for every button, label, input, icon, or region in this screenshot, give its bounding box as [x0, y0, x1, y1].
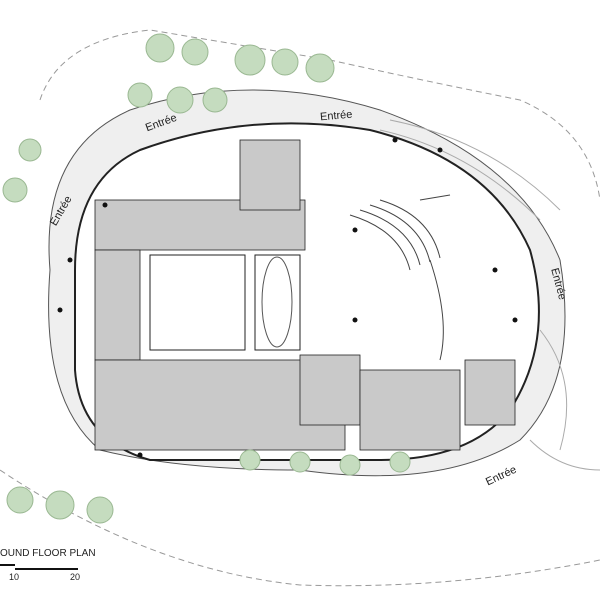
main-hall [149, 254, 246, 351]
trees [2, 33, 411, 524]
columns [57, 137, 518, 458]
site-boundary [0, 29, 600, 587]
parking [379, 119, 600, 471]
auditorium-seating [349, 194, 451, 271]
scale-tick-label: 20 [70, 572, 81, 582]
plan-title: OUND FLOOR PLAN [0, 548, 96, 559]
scale-bar [0, 564, 78, 570]
rooms [94, 139, 516, 451]
scale-tick-label: 10 [9, 572, 20, 582]
